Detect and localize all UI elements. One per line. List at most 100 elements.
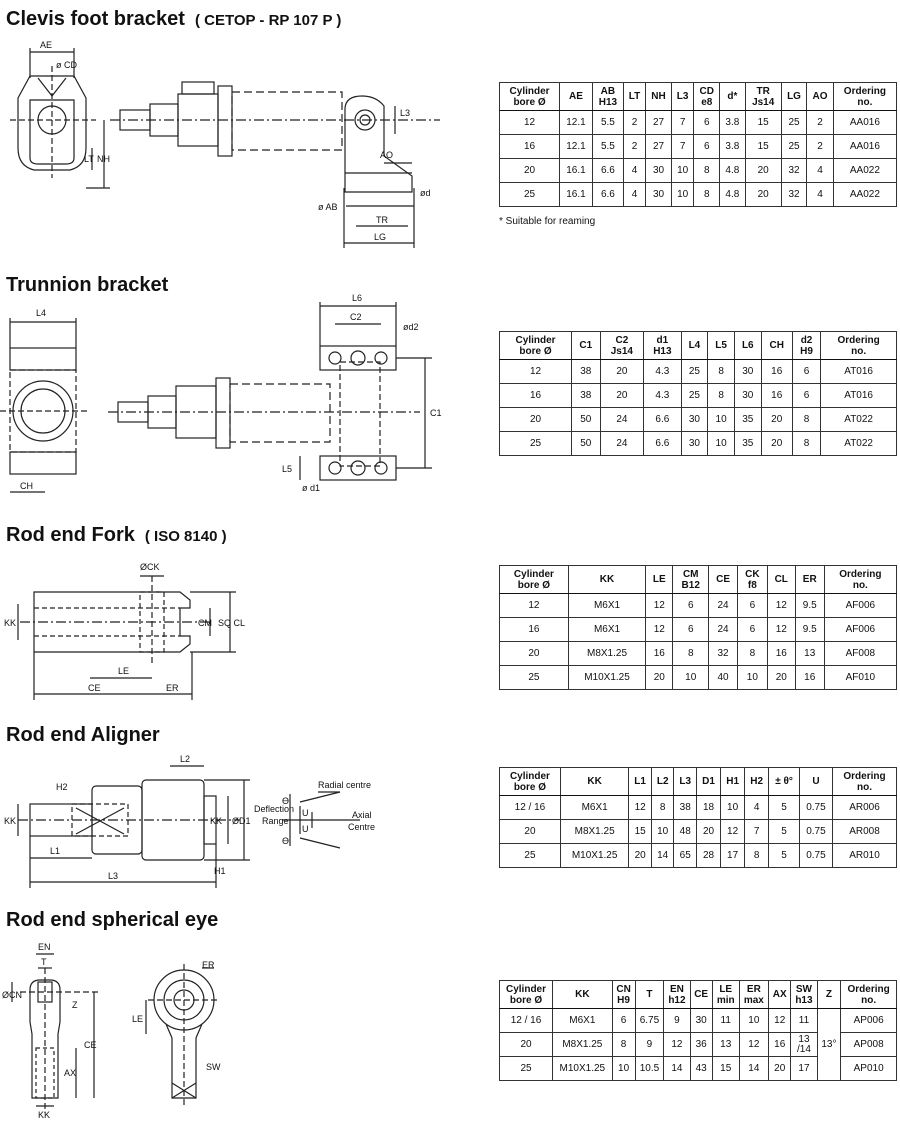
column-header: CE [689, 980, 713, 1009]
table-cell: 0.75 [798, 819, 834, 844]
table-cell: 7 [670, 110, 695, 135]
table-cell: 38 [571, 383, 601, 408]
table-cell: 12 / 16 [498, 1008, 554, 1033]
table-cell: 15 [628, 819, 652, 844]
label-ae: AE [40, 40, 52, 50]
table-cell: 12.1 [559, 110, 593, 135]
table-cell: 15 [744, 134, 782, 159]
header-line: no. [851, 345, 867, 357]
label-h2: H2 [56, 782, 68, 792]
table-cell: 10 [738, 1008, 770, 1033]
header-line: Ordering [843, 85, 887, 97]
table-cell: 10 [720, 795, 746, 820]
table-cell: 38 [673, 795, 697, 820]
table-cell: 12 [498, 359, 573, 384]
column-header: KK [559, 767, 630, 796]
table-cell: 11 [711, 1008, 740, 1033]
label-ax: AX [64, 1068, 76, 1078]
header-line: bore Ø [519, 345, 552, 357]
table-cell: 25 [498, 182, 561, 207]
subtitle-text: ( ISO 8140 ) [144, 528, 227, 545]
table-cell: 8 [707, 359, 735, 384]
table-cell: 38 [571, 359, 601, 384]
column-header: L1 [628, 767, 652, 796]
table-cell: 27 [645, 134, 672, 159]
header-line: min [716, 994, 735, 1006]
table-cell: 0.75 [798, 795, 834, 820]
table-cell: 30 [689, 1008, 713, 1033]
header-line: U [812, 776, 820, 787]
table-cell: 6 [611, 1008, 636, 1033]
table-cell: 2 [622, 134, 647, 159]
table-cell: M10X1.25 [559, 843, 630, 868]
table-cell: 20 [499, 819, 561, 844]
column-header: LG [780, 82, 808, 111]
table-cell: AR010 [832, 843, 897, 868]
table-cell: 5.5 [591, 110, 625, 135]
header-line: H13 [653, 345, 672, 357]
table-cell: 3.8 [719, 110, 746, 135]
label-deflection: Deflection [254, 804, 294, 814]
table-cell: 20 [760, 407, 793, 432]
column-header: LT [622, 82, 647, 111]
header-line: H1 [726, 776, 740, 787]
table-cell: 10 [670, 158, 695, 183]
header-line: Cylinder [515, 334, 556, 346]
column-header: ER [794, 565, 825, 594]
header-line: Js14 [610, 345, 633, 357]
column-header: H1 [720, 767, 746, 796]
table-cell: 8 [672, 641, 710, 666]
column-header: D1 [695, 767, 722, 796]
table-cell: 20 [768, 1056, 792, 1081]
header-line: Ordering [843, 770, 886, 782]
table-cell: 25 [499, 843, 561, 868]
label-c2: C2 [350, 312, 362, 322]
column-header: LE [645, 565, 674, 594]
label-ab: ø AB [318, 202, 338, 212]
table-cell: 4 [806, 182, 834, 207]
label-er: ER [202, 960, 215, 970]
label-u-top: U [302, 808, 309, 818]
column-header: AO [806, 82, 834, 111]
header-line: CE [694, 989, 709, 1000]
header-line: Cylinder [506, 983, 547, 995]
header-line: NH [651, 91, 666, 102]
table-cell: 2 [806, 134, 834, 159]
header-line: L3 [679, 776, 692, 787]
table-cell: AF010 [823, 665, 898, 690]
table-cell: 9 [634, 1032, 665, 1057]
table-cell: M8X1.25 [552, 1032, 613, 1057]
table-cell: AP008 [840, 1032, 897, 1057]
table-cell: 20 [499, 641, 569, 666]
table-cell: 16 [645, 641, 674, 666]
table-cell: 5 [768, 843, 800, 868]
header-line: h13 [795, 994, 813, 1006]
table-cell: 10 [650, 819, 675, 844]
header-line: SW [795, 983, 812, 995]
label-er: ER [166, 683, 179, 693]
header-line: bore Ø [509, 994, 543, 1006]
table-cell: M6X1 [567, 593, 647, 618]
header-line: D1 [702, 776, 715, 787]
table-cell: AP010 [840, 1056, 897, 1081]
header-line: Ordering [839, 568, 882, 580]
table-cell: 4.8 [719, 158, 746, 183]
